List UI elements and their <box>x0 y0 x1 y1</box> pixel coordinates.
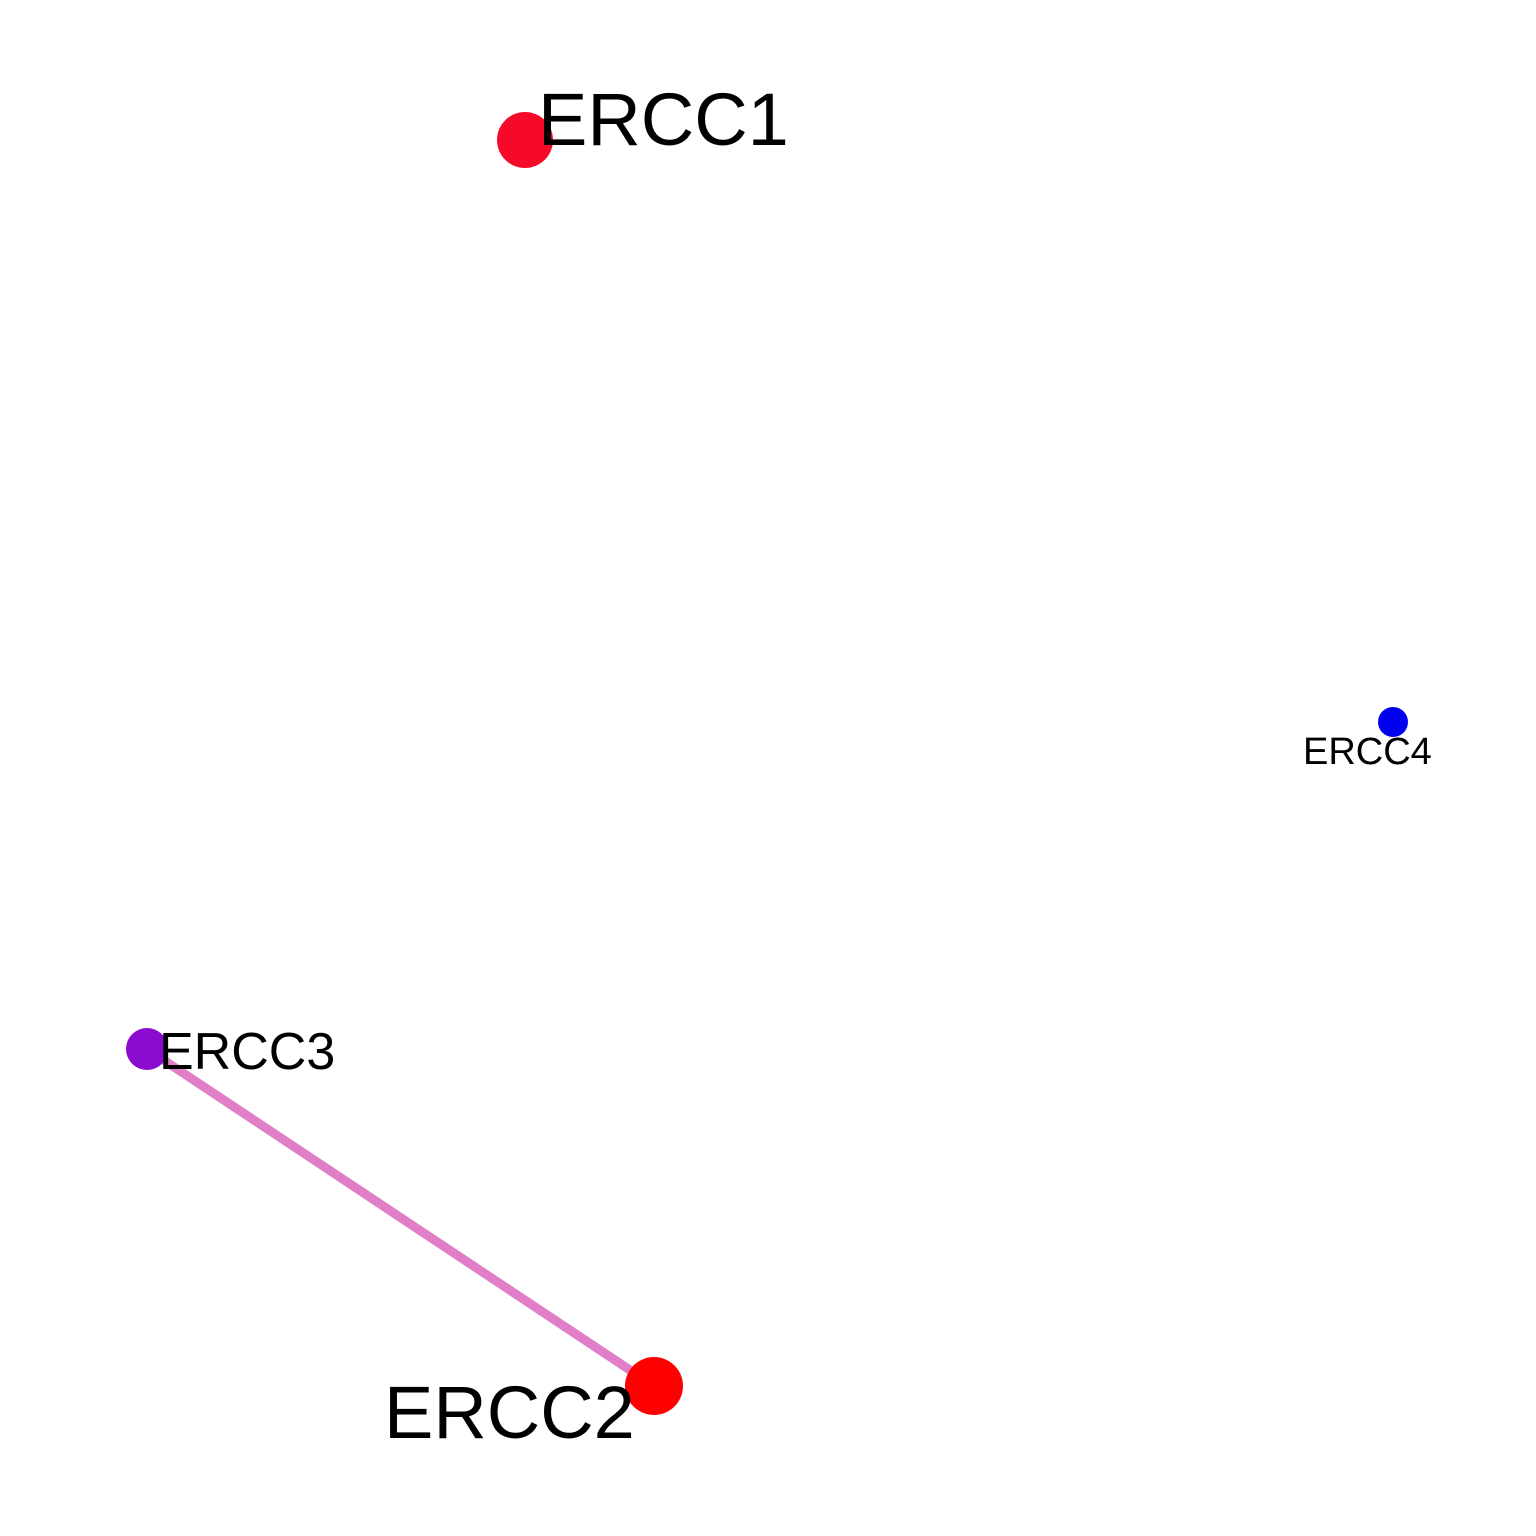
node-ercc4: ERCC4 <box>1303 707 1432 773</box>
node-ercc1-dot <box>497 112 553 168</box>
edge-layer <box>144 1045 657 1390</box>
edge-ercc3-ercc2 <box>144 1045 657 1390</box>
node-ercc3-label: ERCC3 <box>159 1023 335 1081</box>
node-ercc1-label: ERCC1 <box>538 78 789 161</box>
node-layer: ERCC1 ERCC2 ERCC3 ERCC4 <box>126 78 1432 1454</box>
node-ercc2: ERCC2 <box>384 1357 683 1454</box>
node-ercc2-dot <box>625 1357 683 1415</box>
node-ercc3-dot <box>126 1028 168 1070</box>
node-ercc2-label: ERCC2 <box>384 1371 635 1454</box>
node-ercc4-dot <box>1378 707 1408 737</box>
node-ercc1: ERCC1 <box>497 78 789 168</box>
node-ercc4-label: ERCC4 <box>1303 731 1432 773</box>
node-ercc3: ERCC3 <box>126 1023 335 1081</box>
